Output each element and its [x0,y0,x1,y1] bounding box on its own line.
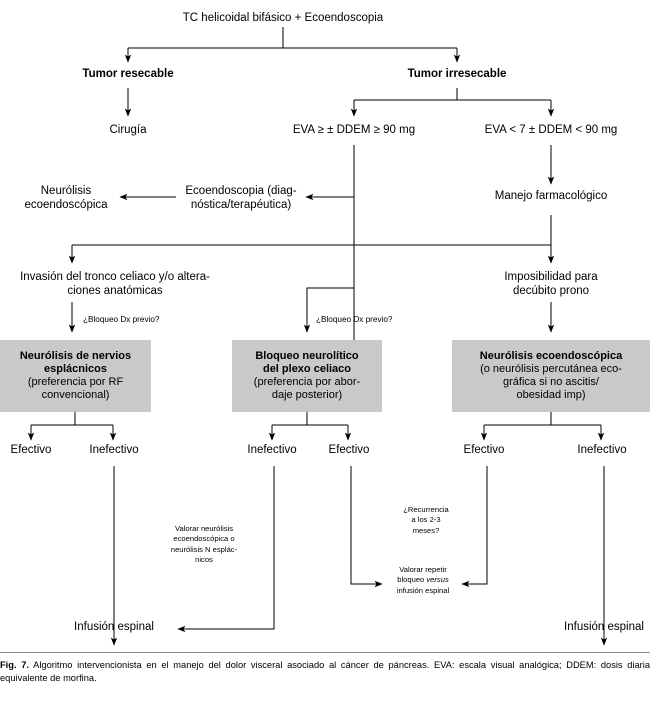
label-outcome-middle-a: Inefectivo [247,444,297,456]
node-ecoendoscopia: Ecoendoscopia (diag- nóstica/terapéutica… [185,185,297,211]
node-manejo-farmacologico: Manejo farmacológico [494,190,608,202]
box-title: Bloqueo neurolítico del plexo celiaco [255,349,359,375]
node-root: TC helicoidal bifásico + Ecoendoscopia [182,12,384,24]
box-neurolisis-nervios-esplacnicos[interactable]: Neurólisis de nervios esplácnicos (prefe… [0,340,151,412]
node-neurolisis-ecoendoscopica: Neurólisis ecoendoscópica [24,185,108,211]
annotation-valorar-neurolisis: Valorar neurólisis ecoendoscópica o neur… [170,524,238,564]
label-outcome-left-b: Inefectivo [89,444,139,456]
box-subtitle: (preferencia por RF convencional) [27,376,124,402]
node-imposibilidad-decubito: Imposibilidad para decúbito prono [504,271,598,297]
node-infusion-espinal-right: Infusión espinal [564,621,644,633]
label-outcome-left-a: Efectivo [10,444,52,456]
annotation-valorar-repetir-part1: Valorar repetir bloqueo [397,565,447,585]
annotation-valorar-repetir-part2: infusión espinal [396,585,450,595]
label-outcome-middle-b: Efectivo [328,444,370,456]
node-infusion-espinal-left: Infusión espinal [74,621,154,633]
box-neurolisis-ecoendoscopica[interactable]: Neurólisis ecoendoscópica (o neurólisis … [452,340,650,412]
figure-caption: Fig. 7. Algoritmo intervencionista en el… [0,652,650,685]
label-outcome-right-a: Efectivo [463,444,505,456]
annotation-recurrencia: ¿Recurrencia a los 2-3 meses? [403,505,449,535]
label-outcome-right-b: Inefectivo [577,444,627,456]
node-eva-alta: EVA ≥ ± DDEM ≥ 90 mg [292,124,416,136]
node-tumor-resecable: Tumor resecable [82,68,174,80]
wire-spine-to-middle-box [303,287,354,333]
label-bloqueo-dx-previo-left: ¿Bloqueo Dx previo? [83,315,160,324]
box-bloqueo-neurolitico-plexo-celiaco[interactable]: Bloqueo neurolítico del plexo celiaco (p… [232,340,382,412]
node-invasion-tronco: Invasión del tronco celiaco y/o altera- … [20,271,210,297]
annotation-valorar-repetir: Valorar repetir bloqueo versus infusión … [383,565,463,596]
box-title: Neurólisis ecoendoscópica [479,349,623,362]
caption-text: Algoritmo intervencionista en el manejo … [0,660,650,684]
node-eva-baja: EVA < 7 ± DDEM < 90 mg [484,124,618,136]
box-subtitle: (o neurólisis percutánea eco- gráfica si… [480,362,622,402]
annotation-valorar-repetir-versus: versus [426,575,449,585]
wire-efectivo-mid-to-valorar [461,466,488,588]
box-subtitle: (preferencia por abor- daje posterior) [253,376,361,402]
wire-inefectivo-left-loop [177,466,275,633]
caption-label: Fig. 7. [0,660,29,670]
node-tumor-irresecable: Tumor irresecable [407,68,507,80]
node-cirugia: Cirugía [109,124,147,136]
wire-inefectivo-mid-to-valorar [350,466,383,588]
label-bloqueo-dx-previo-middle: ¿Bloqueo Dx previo? [316,315,393,324]
box-title: Neurólisis de nervios esplácnicos [19,349,132,375]
